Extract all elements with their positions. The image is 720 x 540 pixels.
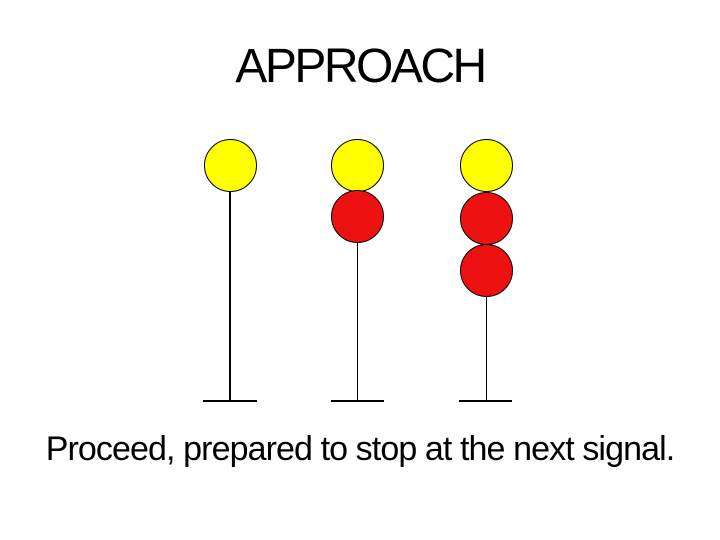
signal-mast-2-base: [331, 400, 384, 402]
signal-mast-1-pole: [229, 190, 231, 401]
signal-mast-3-pole: [485, 294, 488, 401]
signal-mast-2-pole: [356, 240, 359, 401]
red-lamp: [460, 191, 513, 245]
signal-mast-1-base: [203, 400, 257, 402]
yellow-lamp: [460, 138, 513, 192]
yellow-lamp: [203, 138, 257, 192]
signal-mast-3-base: [459, 400, 512, 402]
slide-title: APPROACH: [235, 40, 487, 93]
caption-text: Proceed, prepared to stop at the next si…: [45, 430, 675, 468]
red-lamp: [460, 243, 513, 297]
red-lamp: [331, 189, 384, 243]
